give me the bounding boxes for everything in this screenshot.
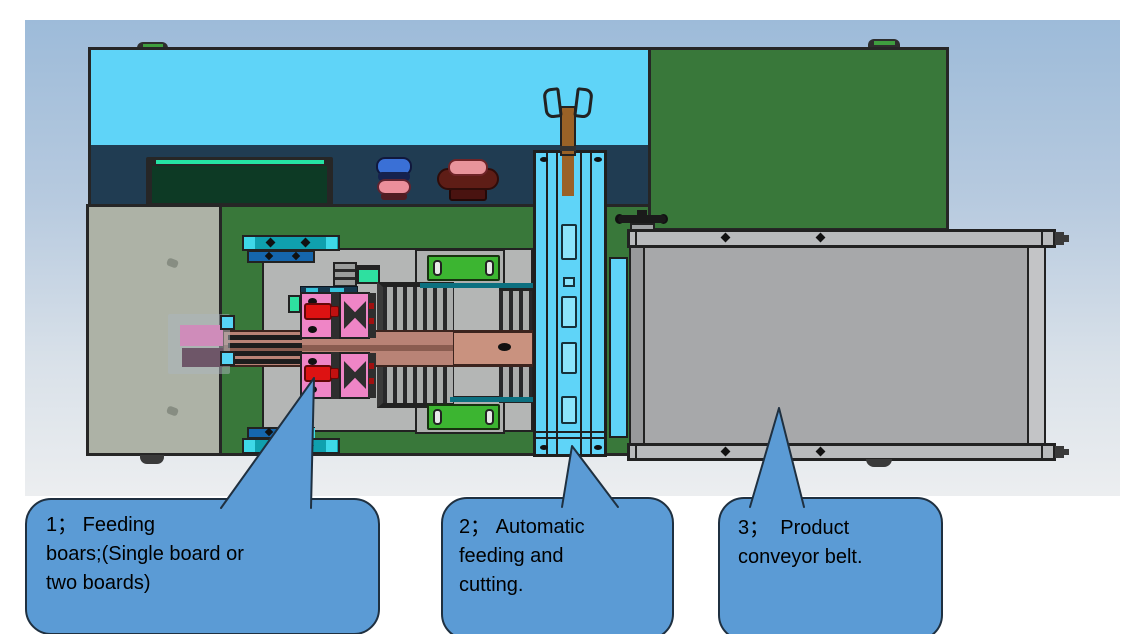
callout-1-line: two boards) <box>46 572 151 594</box>
rail-clip-cyan <box>220 315 235 330</box>
cutting-rail-slot <box>563 277 575 287</box>
board-lower-mauve <box>182 348 223 367</box>
guide-bar-end-cyan <box>244 440 255 452</box>
handle-stem-lower <box>562 156 574 196</box>
clamp-rail-bar-cyan <box>330 288 344 293</box>
conveyor-end-nub <box>1063 449 1069 455</box>
start-knob-base <box>381 193 407 200</box>
machine-foot <box>140 455 164 464</box>
clamp-strip-lower <box>368 353 376 398</box>
transfer-strip <box>609 257 628 438</box>
red-lever-lower-knob <box>330 368 339 379</box>
screw <box>540 157 548 162</box>
clamp-bowtie-lower <box>344 361 366 389</box>
callout-1-line: boars;(Single board or <box>46 543 244 565</box>
red-tick <box>369 318 374 324</box>
slot <box>433 409 442 425</box>
teal-guide-top <box>420 283 533 288</box>
top-right-mount-tab-green <box>874 41 895 45</box>
screw <box>540 445 548 450</box>
handle-stem-band <box>560 146 576 151</box>
red-tick <box>369 303 374 309</box>
callout-2-line: 2； Automatic <box>459 516 585 538</box>
guide-bar-end-cyan <box>306 428 315 438</box>
callout-2-line: cutting. <box>459 574 524 596</box>
clamp-bowtie-upper <box>344 301 366 329</box>
conveyor-end-nub <box>1055 232 1064 245</box>
red-lever-lower <box>304 365 332 382</box>
red-lever-upper-knob <box>330 306 339 317</box>
cutting-rail-slot <box>561 396 577 424</box>
callout-3: 3； Product conveyor belt. <box>718 497 943 634</box>
conveyor-top-rail-cap <box>1041 231 1054 246</box>
cutting-rail-crossline <box>536 437 604 439</box>
feeding-rail-fingers <box>228 332 302 365</box>
cutting-rail-line <box>556 153 558 454</box>
mint-sensor-block <box>357 265 380 284</box>
cutting-rail-line <box>580 153 582 454</box>
conveyor-bottom-rail-cap <box>627 445 637 459</box>
slot <box>485 409 494 425</box>
conveyor-end-nub <box>1055 446 1064 458</box>
top-left-mount-tab-green <box>143 44 163 48</box>
handle-stem <box>560 106 576 156</box>
cutting-rail-slot <box>561 224 577 260</box>
callout-2-line: feeding and <box>459 545 564 567</box>
clamp-strip-upper <box>368 293 376 338</box>
cutting-rail-line <box>546 153 548 454</box>
callout-1: 1； Feeding boars;(Single board or two bo… <box>25 498 380 634</box>
cutting-rail-slot <box>561 342 577 374</box>
striped-stack-block <box>333 262 357 289</box>
clamp-dot <box>308 298 317 305</box>
board-single-pink <box>180 325 223 346</box>
clamp-rail-bar-cyan <box>306 288 318 293</box>
feeding-rail-right-segment <box>453 332 533 365</box>
guide-bar-end-cyan <box>326 440 337 452</box>
feeding-rail-centerline <box>224 345 531 351</box>
conveyor-belt-surface <box>643 246 1029 445</box>
conveyor-right-column <box>1027 246 1046 445</box>
red-tick <box>369 378 374 384</box>
cutting-rail-line <box>590 153 592 454</box>
conveyor-bottom-rail <box>627 443 1056 461</box>
conveyor-end-nub <box>1063 235 1069 242</box>
red-tick <box>369 363 374 369</box>
conveyor-foot <box>866 459 892 467</box>
teal-guide-bottom <box>450 397 533 402</box>
guide-bar-blue-top <box>247 250 315 263</box>
slot <box>485 260 494 276</box>
red-lever-upper <box>304 303 332 320</box>
display-screen <box>152 166 327 203</box>
cutting-rail-crossline <box>536 431 604 433</box>
clamp-dot <box>308 358 317 365</box>
conveyor-bottom-rail-cap <box>1041 445 1054 459</box>
right-housing <box>648 47 949 231</box>
conveyor-top-rail-cap <box>627 231 637 246</box>
display-status-line <box>156 160 324 164</box>
clamp-dot <box>308 386 317 393</box>
start-knob-band <box>378 172 410 181</box>
clamp-dot <box>308 326 317 333</box>
guide-bar-end-cyan <box>244 237 255 249</box>
callout-2: 2； Automatic feeding and cutting. <box>441 497 674 634</box>
handwheel-bar <box>618 215 666 223</box>
rail-roller <box>498 343 511 351</box>
slot <box>433 260 442 276</box>
callout-3-line: conveyor belt. <box>738 546 863 568</box>
cutting-rail-slot <box>561 296 577 328</box>
handwheel-stem <box>637 210 647 217</box>
callout-1-line: 1； Feeding <box>46 514 155 536</box>
screw <box>594 157 602 162</box>
callout-3-line: 3； Product <box>738 517 850 539</box>
rail-clip-cyan <box>220 351 235 366</box>
screw <box>594 445 602 450</box>
handle-wing-left <box>542 87 563 119</box>
emergency-stop-top <box>448 159 488 176</box>
guide-bar-end-cyan <box>326 237 337 249</box>
